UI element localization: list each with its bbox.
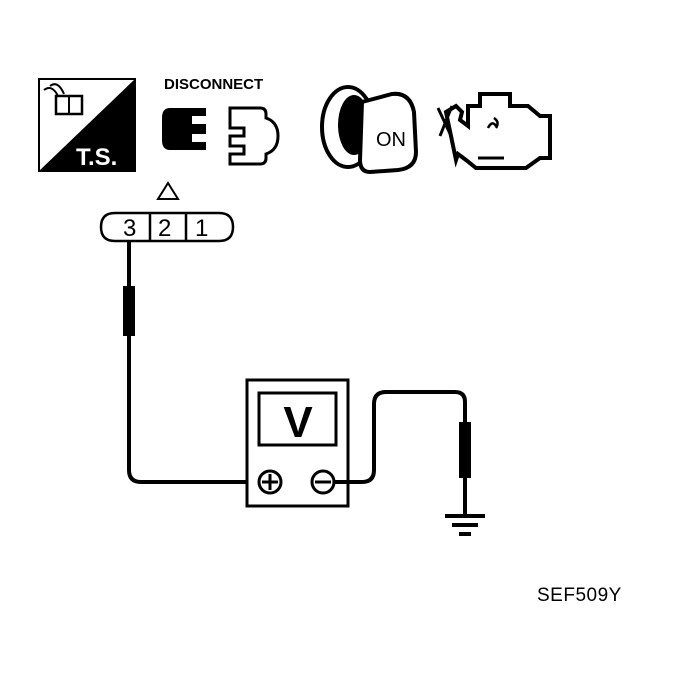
connector-pin-2: 2 [158, 215, 171, 242]
ignition-on-icon: ON [320, 85, 419, 175]
voltmeter: V [245, 378, 350, 508]
connector-pin-3: 3 [123, 215, 136, 242]
connector-pin-1: 1 [195, 215, 208, 242]
voltmeter-unit: V [283, 398, 313, 447]
disconnect-icon: DISCONNECT [162, 76, 280, 166]
figure-code: SEF509Y [537, 585, 622, 606]
positive-probe-lead [123, 241, 258, 484]
ground-icon [445, 514, 485, 536]
disconnect-label: DISCONNECT [164, 76, 263, 93]
negative-probe-lead [334, 390, 471, 515]
engine-off-icon [436, 92, 552, 170]
ts-label: T.S. [76, 144, 117, 171]
harness-connector: 3 2 1 [99, 181, 235, 243]
ignition-on-label: ON [376, 129, 406, 151]
troubleshooting-icon: T.S. [38, 78, 136, 172]
